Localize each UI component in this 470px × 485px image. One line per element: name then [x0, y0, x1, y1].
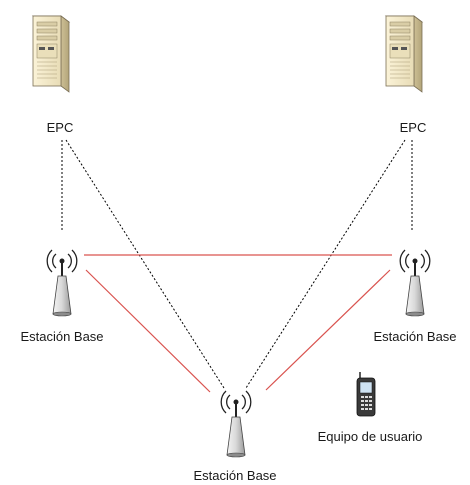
epc-left-label: EPC: [47, 120, 74, 135]
backhaul-links: [61, 139, 413, 389]
antenna-tower-icon: [46, 249, 78, 317]
bs-left-label: Estación Base: [20, 329, 103, 344]
server-icon: [385, 15, 423, 93]
bs-right-label: Estación Base: [373, 329, 456, 344]
link-epc-left-to-bs-bottom: [65, 139, 225, 389]
x2-links: [84, 254, 392, 393]
link-bs-left-to-bs-bottom: [85, 269, 211, 393]
server-icon: [32, 15, 70, 93]
bs-bottom-label: Estación Base: [193, 468, 276, 483]
link-epc-right-to-bs-bottom: [245, 139, 406, 389]
ue-label: Equipo de usuario: [318, 429, 423, 444]
antenna-tower-icon: [399, 249, 431, 317]
epc-right-label: EPC: [400, 120, 427, 135]
link-bs-right-to-bs-bottom: [265, 269, 391, 391]
mobile-phone-icon: [356, 372, 376, 417]
antenna-tower-icon: [220, 390, 252, 458]
